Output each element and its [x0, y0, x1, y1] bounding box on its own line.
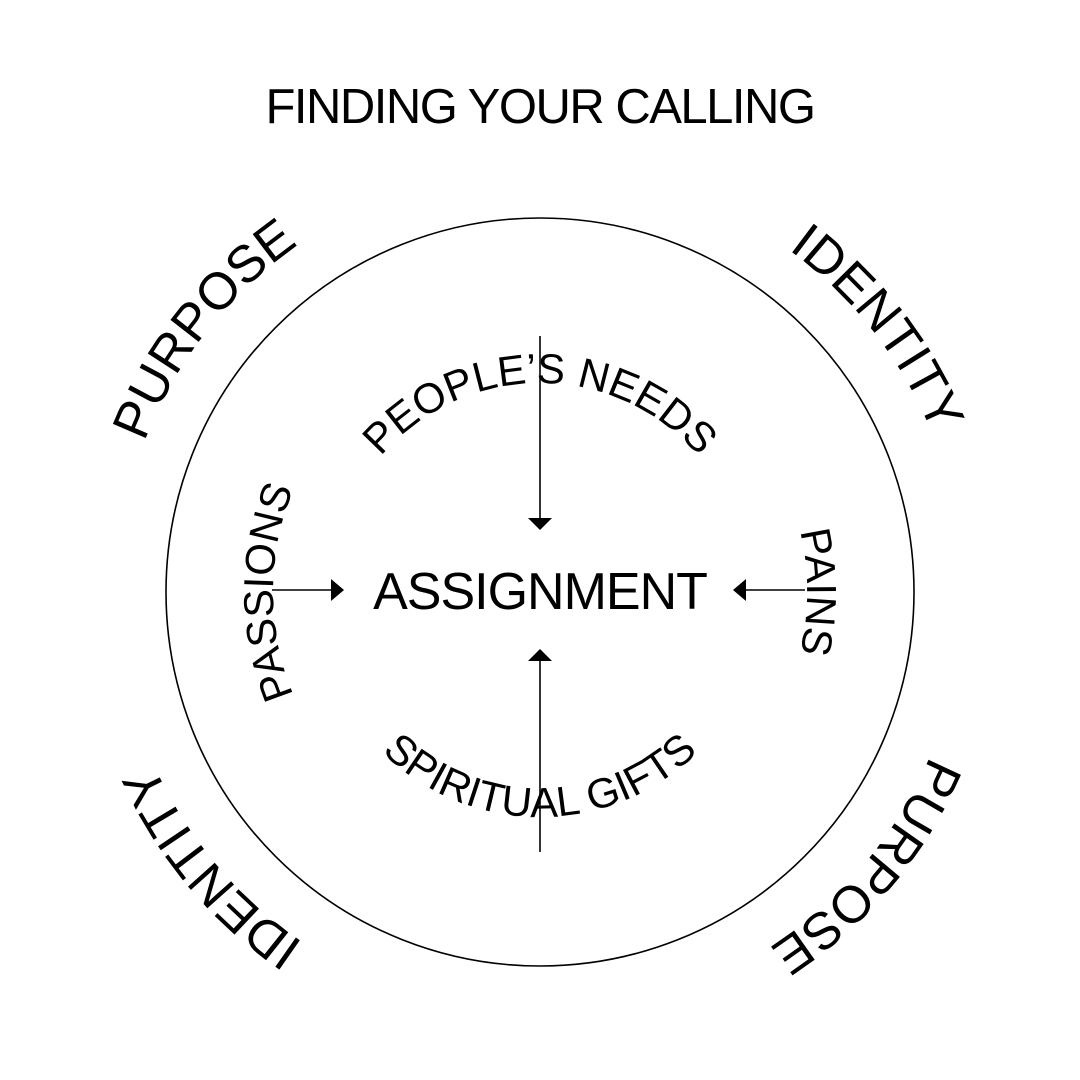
outer-label-top-left-group: PURPOSE [86, 195, 315, 458]
inner-label-pains-text: PAINS [791, 524, 845, 660]
inner-label-pains-group: PAINS [791, 524, 845, 660]
outer-label-bottom-right: PURPOSE [753, 739, 988, 998]
outer-label-bottom-right-group: PURPOSE [753, 739, 988, 998]
outer-label-top-right-group: IDENTITY [772, 201, 989, 449]
outer-label-bottom-left-text: IDENTITY [98, 748, 320, 993]
outer-label-bottom-left-group: IDENTITY [98, 748, 320, 993]
outer-label-top-left-text: PURPOSE [86, 195, 315, 458]
arrow-down-from-needs [528, 336, 552, 530]
arrow-up-from-gifts [528, 649, 552, 852]
outer-label-top-right-text: IDENTITY [772, 201, 989, 449]
outer-label-bottom-right-text: PURPOSE [753, 739, 988, 998]
outer-label-top-left: PURPOSE [86, 195, 315, 458]
inner-label-pains: PAINS [791, 524, 845, 660]
inner-label-passions-text: PASSIONS [235, 476, 302, 708]
outer-label-bottom-left: IDENTITY [98, 748, 320, 993]
outer-label-top-right: IDENTITY [772, 201, 989, 449]
center-assignment-label: ASSIGNMENT [373, 563, 707, 621]
inner-label-passions-group: PASSIONS [235, 476, 302, 708]
inner-label-passions: PASSIONS [235, 476, 302, 708]
arrow-left-from-pains [733, 579, 805, 601]
outer-circle [165, 217, 915, 967]
page-title: FINDING YOUR CALLING [265, 80, 814, 134]
arrow-right-from-passions [272, 579, 344, 601]
